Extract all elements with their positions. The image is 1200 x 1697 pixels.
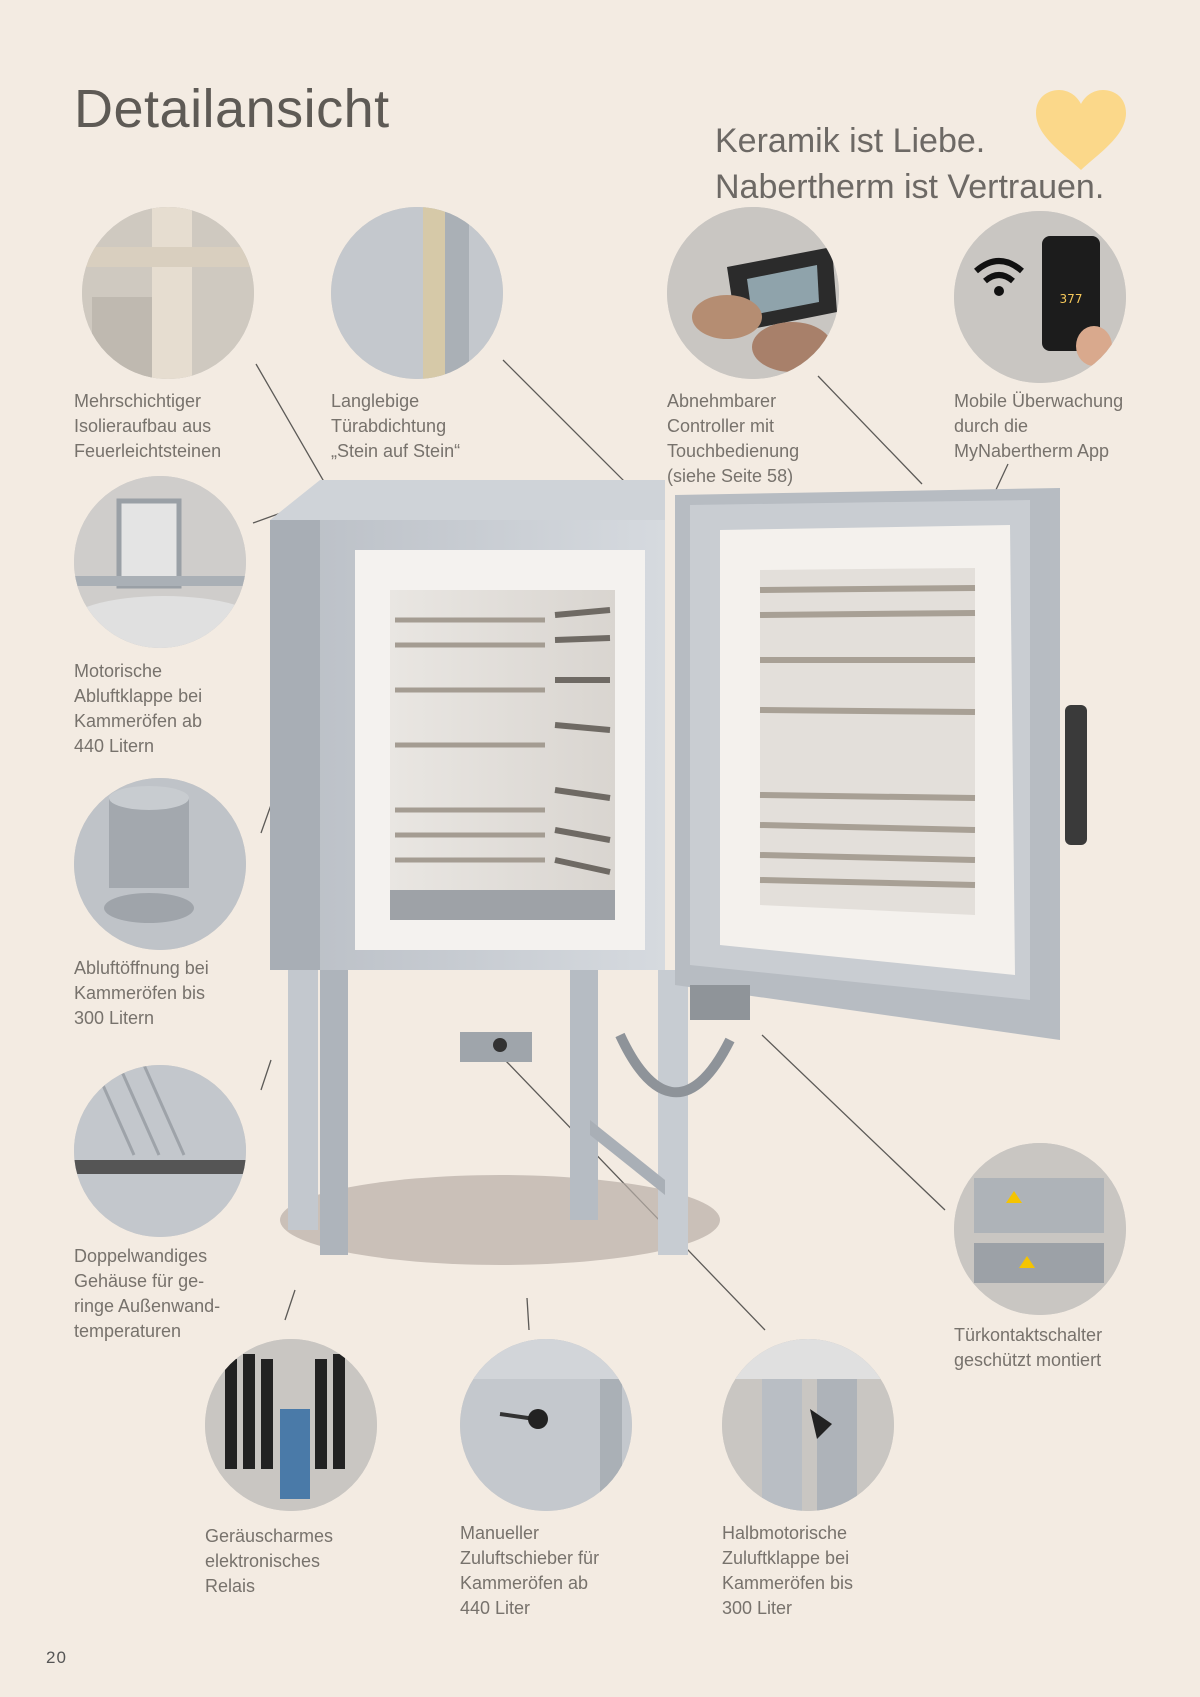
vent-knob xyxy=(493,1038,507,1052)
kiln-illustration xyxy=(270,480,1087,1265)
caption-zuluftklappe: Halbmotorische Zuluftklappe bei Kammeröf… xyxy=(722,1521,922,1621)
connector-zuluftschieber xyxy=(526,1297,530,1331)
caption-line: Zuluftschieber für xyxy=(460,1548,600,1568)
photo-relais xyxy=(205,1339,377,1511)
caption-abluftklappe: Motorische Abluftklappe bei Kammeröfen a… xyxy=(74,659,274,759)
photo-isolieraufbau xyxy=(82,207,254,379)
cable-hose xyxy=(615,1032,735,1098)
caption-line: Abnehmbarer xyxy=(667,391,777,411)
caption-line: Kammeröfen ab xyxy=(74,711,203,731)
caption-line: Isolieraufbau aus xyxy=(74,416,212,436)
photo-tuerabdichtung xyxy=(331,207,503,379)
caption-line: Touchbedienung xyxy=(667,441,800,461)
caption-line: 300 Liter xyxy=(722,1598,793,1618)
page-title: Detailansicht xyxy=(74,79,390,139)
caption-isolieraufbau: Mehrschichtiger Isolieraufbau aus Feuerl… xyxy=(74,389,274,464)
caption-line: MyNabertherm App xyxy=(954,441,1110,461)
page-number: 20 xyxy=(46,1648,67,1667)
photo-tuerkontakt xyxy=(954,1143,1126,1315)
photo-app: 377 xyxy=(954,211,1126,383)
caption-line: Manueller xyxy=(460,1523,540,1543)
slogan: Keramik ist Liebe. Nabertherm ist Vertra… xyxy=(715,118,1104,210)
caption-line: Controller mit xyxy=(667,416,775,436)
floor-shadow xyxy=(280,1175,720,1265)
caption-line: Kammeröfen bis xyxy=(74,983,206,1003)
photo-zuluftklappe xyxy=(722,1339,894,1511)
door-contact-switch xyxy=(690,985,750,1020)
caption-line: Kammeröfen bis xyxy=(722,1573,854,1593)
caption-tuerabdichtung: Langlebige Türabdichtung „Stein auf Stei… xyxy=(331,389,531,464)
caption-line: 440 Litern xyxy=(74,736,155,756)
caption-line: Motorische xyxy=(74,661,163,681)
leg xyxy=(658,970,688,1255)
caption-line: Abluftöffnung bei xyxy=(74,958,209,978)
leg xyxy=(570,970,598,1220)
caption-line: Zuluftklappe bei xyxy=(722,1548,850,1568)
caption-line: Mehrschichtiger xyxy=(74,391,202,411)
photo-gehaeuse xyxy=(74,1065,246,1237)
connector-relais xyxy=(284,1289,296,1321)
heart-icon xyxy=(1036,90,1126,170)
caption-line: Gehäuse für ge- xyxy=(74,1271,205,1291)
caption-line: 440 Liter xyxy=(460,1598,531,1618)
caption-line: 300 Litern xyxy=(74,1008,155,1028)
photo-controller xyxy=(667,207,839,379)
caption-line: Doppelwandiges xyxy=(74,1246,208,1266)
door-inner xyxy=(760,568,975,915)
caption-line: „Stein auf Stein“ xyxy=(331,441,461,461)
leg xyxy=(320,970,348,1255)
caption-line: Kammeröfen ab xyxy=(460,1573,589,1593)
caption-line: geschützt montiert xyxy=(954,1350,1102,1370)
caption-line: Mobile Überwachung xyxy=(954,391,1124,411)
caption-controller: Abnehmbarer Controller mit Touchbedienun… xyxy=(667,389,867,489)
photo-abluftoeffnung xyxy=(74,778,246,950)
connector-tuerkontakt xyxy=(761,1034,946,1211)
photo-zuluftschieber xyxy=(460,1339,632,1511)
chamber-floor xyxy=(390,890,615,920)
caption-app: Mobile Überwachung durch die MyNaberther… xyxy=(954,389,1154,464)
slogan-line-2: Nabertherm ist Vertrauen. xyxy=(715,168,1105,206)
caption-line: Halbmotorische xyxy=(722,1523,848,1543)
caption-line: (siehe Seite 58) xyxy=(667,466,794,486)
caption-line: temperaturen xyxy=(74,1321,182,1341)
slogan-line-1: Keramik ist Liebe. xyxy=(715,122,986,160)
caption-line: durch die xyxy=(954,416,1029,436)
caption-tuerkontakt: Türkontaktschalter geschützt montiert xyxy=(954,1323,1154,1373)
caption-line: elektronisches xyxy=(205,1551,321,1571)
caption-line: Türkontaktschalter xyxy=(954,1325,1103,1345)
caption-zuluftschieber: Manueller Zuluftschieber für Kammeröfen … xyxy=(460,1521,660,1621)
leg xyxy=(288,970,318,1230)
caption-line: Feuerleichtsteinen xyxy=(74,441,222,461)
caption-line: Relais xyxy=(205,1576,256,1596)
caption-line: Abluftklappe bei xyxy=(74,686,203,706)
door-handle xyxy=(1065,705,1087,845)
kiln-side xyxy=(270,520,320,970)
connector-controller xyxy=(817,375,923,485)
caption-relais: Geräuscharmes elektronisches Relais xyxy=(205,1524,405,1599)
connector-gehaeuse xyxy=(260,1059,272,1091)
caption-line: Langlebige xyxy=(331,391,420,411)
caption-abluftoeffnung: Abluftöffnung bei Kammeröfen bis 300 Lit… xyxy=(74,956,274,1031)
app-screen-value: 377 xyxy=(1060,292,1083,306)
caption-line: Geräuscharmes xyxy=(205,1526,334,1546)
leg-brace xyxy=(590,1120,665,1195)
connector-app xyxy=(993,463,1009,495)
caption-line: Türabdichtung xyxy=(331,416,447,436)
connector-abluftoeffnung xyxy=(260,804,272,834)
caption-line: ringe Außenwand- xyxy=(74,1296,221,1316)
caption-gehaeuse: Doppelwandiges Gehäuse für ge- ringe Auß… xyxy=(74,1244,274,1344)
kiln-top xyxy=(270,480,665,520)
photo-abluftklappe xyxy=(74,476,246,648)
